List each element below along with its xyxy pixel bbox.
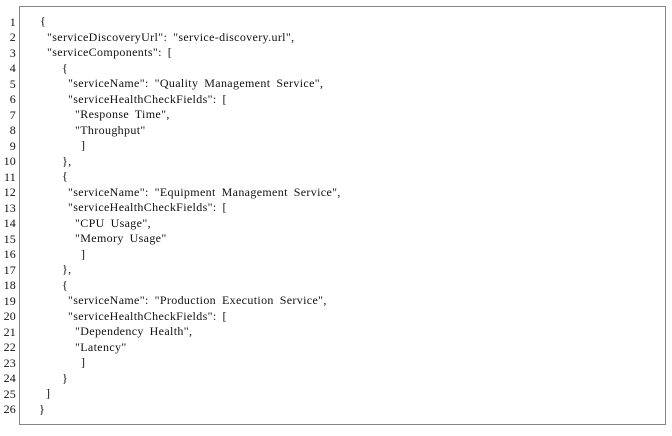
line-number: 9 xyxy=(9,138,16,153)
code-line: { xyxy=(62,169,69,183)
code-line: }, xyxy=(62,153,72,168)
code-line: "serviceName": "Equipment Management Ser… xyxy=(68,184,341,199)
code-line: "Dependency Health", xyxy=(75,324,193,338)
code-line: "serviceComponents": [ xyxy=(47,45,173,59)
code-line: "Throughput" xyxy=(75,122,146,137)
code-line: "CPU Usage", xyxy=(75,215,151,230)
line-number: 4 xyxy=(9,61,16,75)
line-number: 15 xyxy=(3,231,16,246)
line-number: 19 xyxy=(3,293,16,308)
code-line: { xyxy=(62,277,69,292)
line-number: 13 xyxy=(3,200,16,215)
line-number: 5 xyxy=(9,76,16,91)
line-number: 17 xyxy=(3,262,16,277)
line-number: 22 xyxy=(3,340,16,354)
code-line: ] xyxy=(81,355,86,369)
code-line: ] xyxy=(81,138,86,152)
code-line: { xyxy=(40,14,47,28)
code-line: "serviceHealthCheckFields": [ xyxy=(68,91,227,106)
line-number: 23 xyxy=(3,355,16,370)
line-number: 1 xyxy=(9,14,16,29)
code-line: } xyxy=(39,401,46,416)
code-lines: {"serviceDiscoveryUrl": "service-discove… xyxy=(20,14,661,417)
line-number: 25 xyxy=(3,386,16,401)
line-number: 6 xyxy=(9,92,16,106)
code-box: {"serviceDiscoveryUrl": "service-discove… xyxy=(19,6,666,425)
code-line: { xyxy=(62,60,69,75)
code-line: "serviceName": "Production Execution Ser… xyxy=(68,293,327,307)
code-line: "Memory Usage" xyxy=(75,231,167,245)
line-number: 20 xyxy=(3,309,16,323)
code-line: "serviceHealthCheckFields": [ xyxy=(68,200,227,214)
line-number: 2 xyxy=(9,30,16,44)
code-line: "serviceHealthCheckFields": [ xyxy=(68,308,227,323)
line-number: 21 xyxy=(3,324,16,339)
line-number: 8 xyxy=(9,123,16,137)
line-number: 11 xyxy=(4,169,16,184)
line-number: 14 xyxy=(3,216,16,230)
code-line: ] xyxy=(46,386,51,400)
line-number: 26 xyxy=(3,402,16,416)
code-line: "Response Time", xyxy=(75,107,170,121)
line-number: 7 xyxy=(9,107,16,122)
line-number: 16 xyxy=(3,247,16,261)
code-line: }, xyxy=(62,262,72,276)
code-line: ] xyxy=(81,246,86,261)
line-number: 3 xyxy=(9,45,16,60)
code-line: } xyxy=(62,370,69,385)
line-number: 18 xyxy=(3,278,16,292)
line-number: 24 xyxy=(3,371,16,385)
code-line: "Latency" xyxy=(75,339,127,354)
code-line: "serviceName": "Quality Management Servi… xyxy=(68,76,324,90)
line-number: 10 xyxy=(3,154,16,168)
code-line: "serviceDiscoveryUrl": "service-discover… xyxy=(47,29,295,44)
line-number: 12 xyxy=(3,185,16,199)
